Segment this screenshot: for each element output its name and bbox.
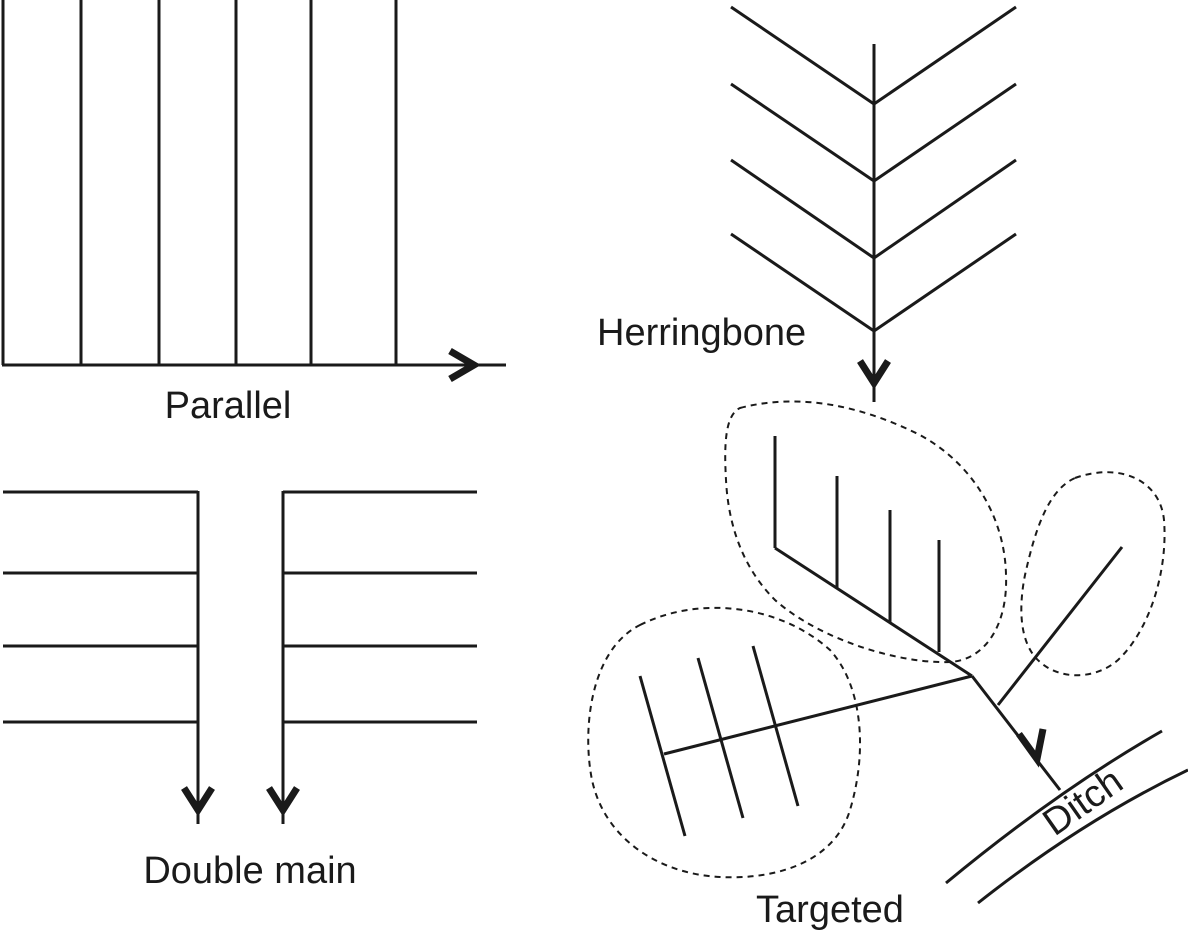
- targeted-upper-main: [774, 546, 973, 678]
- herringbone-branch-left-1: [730, 5, 875, 106]
- double-main-label: Double main: [143, 850, 356, 892]
- double-main-right-arrow-icon: [266, 786, 300, 817]
- double-main-pattern: Double main: [3, 490, 477, 892]
- targeted-left-lateral-2: [696, 657, 745, 819]
- targeted-zone-left: [587, 606, 862, 879]
- herringbone-branch-right-4: [873, 232, 1017, 333]
- ditch-label: Ditch: [1036, 760, 1131, 844]
- targeted-pattern: Targeted: [587, 400, 1166, 931]
- herringbone-branch-left-4: [730, 232, 875, 333]
- herringbone-branch-right-2: [873, 82, 1017, 183]
- herringbone-branch-right-3: [873, 158, 1017, 260]
- targeted-zone-right: [1020, 471, 1166, 677]
- parallel-label: Parallel: [165, 385, 292, 427]
- targeted-left-lateral-3: [751, 645, 800, 807]
- targeted-right-branch: [996, 546, 1124, 706]
- herringbone-branch-right-1: [873, 5, 1017, 106]
- ditch: Ditch: [945, 729, 1188, 905]
- ditch-bank-upper: [945, 729, 1163, 885]
- targeted-label: Targeted: [756, 889, 904, 931]
- herringbone-label: Herringbone: [597, 312, 806, 354]
- targeted-left-lateral-1: [638, 675, 687, 837]
- targeted-outlet-main: [970, 675, 1062, 791]
- ditch-bank-lower: [977, 768, 1188, 905]
- targeted-left-main: [663, 674, 973, 756]
- herringbone-branch-left-2: [730, 82, 875, 183]
- herringbone-pattern: Herringbone: [597, 5, 1017, 402]
- parallel-flow-arrow-icon: [448, 347, 481, 383]
- targeted-zone-upper: [724, 400, 1008, 664]
- targeted-flow-arrow-icon: [1016, 728, 1047, 768]
- herringbone-branch-left-3: [730, 158, 875, 260]
- herringbone-flow-arrow-icon: [857, 359, 891, 390]
- double-main-left-arrow-icon: [181, 786, 215, 817]
- parallel-pattern: Parallel: [1, 0, 506, 427]
